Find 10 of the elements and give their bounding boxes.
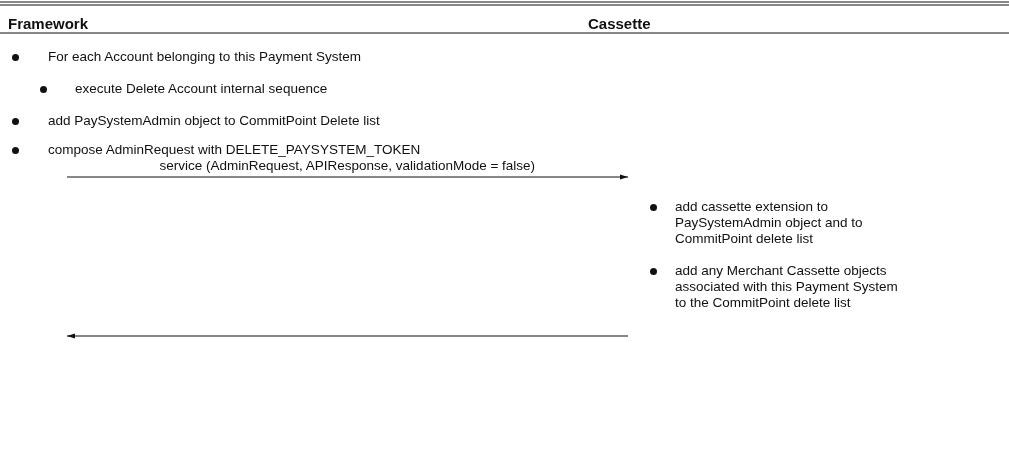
column-heading: Framework — [8, 15, 89, 32]
bullet-item: For each Account belonging to this Payment System — [12, 49, 588, 65]
bullet-item: execute Delete Account internal sequence — [40, 81, 575, 97]
message-arrow — [66, 174, 629, 180]
message-arrow — [66, 333, 629, 339]
bullet-item: add PaySystemAdmin object to CommitPoint Delete list — [12, 113, 588, 129]
bullet-item: add any Merchant Cassette objects associated with this Payment System to the CommitPoint delete list — [628, 263, 905, 336]
bullet-item: add cassette extension to PaySystemAdmin object and to CommitPoint delete list — [628, 177, 880, 247]
column-heading: Cassette — [588, 15, 651, 32]
message-label: service (AdminRequest, APIResponse, validationMode = false) — [157, 158, 538, 173]
